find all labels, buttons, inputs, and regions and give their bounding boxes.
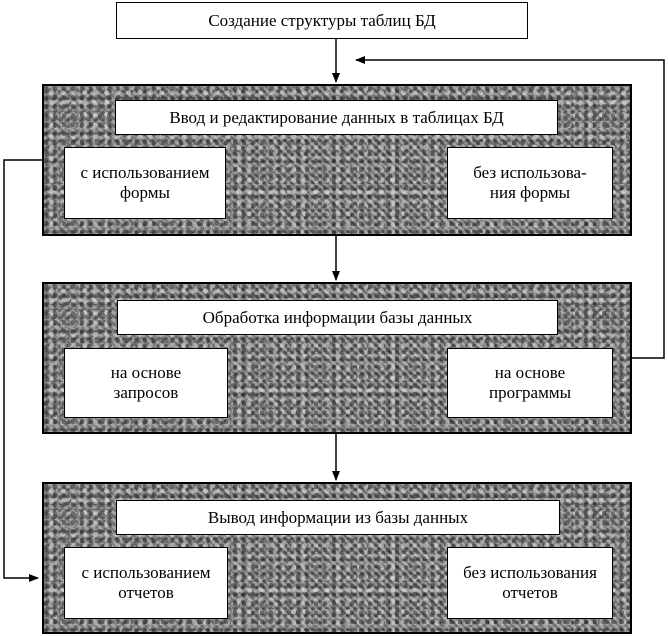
- stage-processing-left-line2: запросов: [113, 383, 179, 402]
- stage-output-left-line1: с использованием: [81, 563, 211, 582]
- stage-input-left-line2: формы: [120, 183, 170, 202]
- stage-input-right-line1: без использова-: [473, 163, 587, 182]
- stage-output-left-box: с использованием отчетов: [64, 547, 228, 619]
- stage-input-title-text: Ввод и редактирование данных в таблицах …: [169, 107, 504, 127]
- stage-input-left-box: с использованием формы: [64, 147, 226, 219]
- stage-processing-right-line1: на основе: [494, 363, 566, 382]
- create-structure-box: Создание структуры таблиц БД: [116, 2, 528, 39]
- stage-output-right-line2: отчетов: [502, 583, 558, 602]
- stage-output-right-box: без использования отчетов: [447, 547, 613, 619]
- stage-processing-title-text: Обработка информации базы данных: [202, 307, 473, 327]
- stage-processing-left-box: на основе запросов: [64, 348, 228, 418]
- stage-output-right-line1: без использования: [463, 563, 597, 582]
- stage-input-title: Ввод и редактирование данных в таблицах …: [115, 100, 558, 135]
- stage-input-right-box: без использова- ния формы: [447, 147, 613, 219]
- stage-output-title: Вывод информации из базы данных: [116, 500, 560, 535]
- stage-input-right-line2: ния формы: [489, 183, 571, 202]
- stage-input-left-line1: с использованием: [80, 163, 210, 182]
- stage-processing-title: Обработка информации базы данных: [117, 300, 558, 335]
- create-structure-label: Создание структуры таблиц БД: [208, 10, 436, 30]
- stage-output-left-line2: отчетов: [118, 583, 174, 602]
- bypass-loop-left: [3, 159, 42, 582]
- stage-processing-right-line2: программы: [488, 383, 572, 402]
- stage-processing-left-line1: на основе: [110, 363, 182, 382]
- feedback-loop-right: [355, 56, 665, 359]
- stage-processing-right-box: на основе программы: [447, 348, 613, 418]
- stage-output-title-text: Вывод информации из базы данных: [207, 507, 469, 527]
